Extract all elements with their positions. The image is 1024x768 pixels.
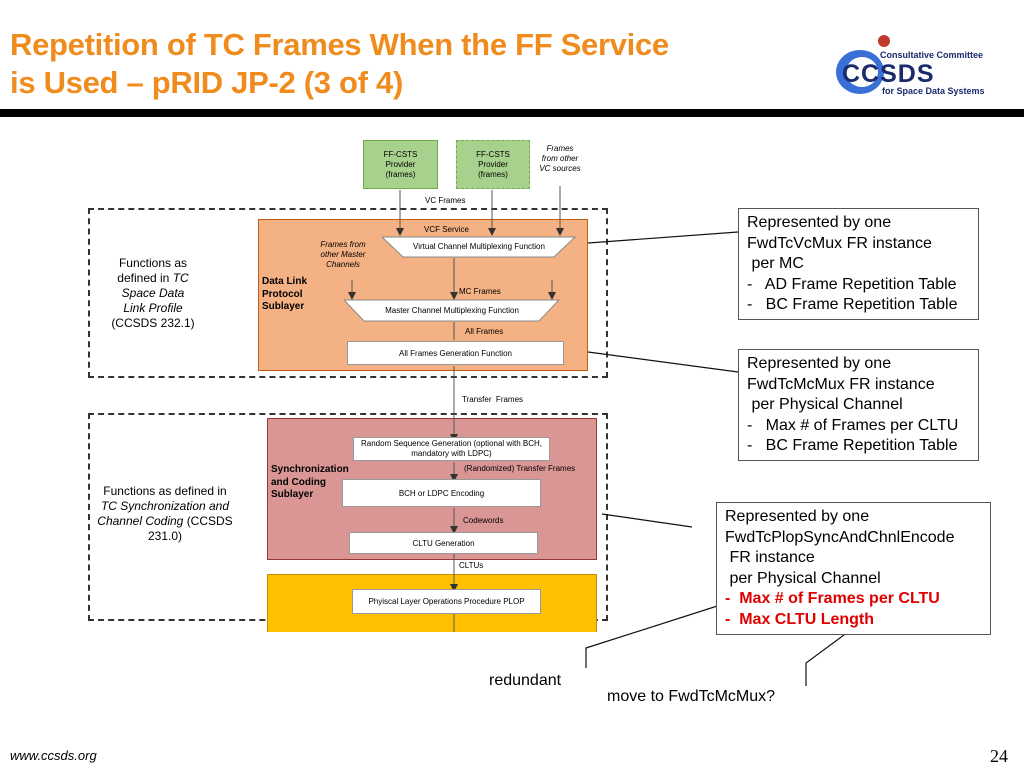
plop-item-1-text: Max # of Frames per CLTU	[739, 590, 940, 607]
functions-sc-line-2: TC Synchronization and	[100, 499, 230, 513]
move-to-note: move to FwdTcMcMux?	[607, 688, 776, 705]
data-link-sublayer-label: Data Link Protocol Sublayer	[262, 276, 308, 312]
title-line-2: is Used – pRID JP-2 (3 of 4)	[10, 65, 403, 100]
plop-line-1: Represented by one	[725, 508, 870, 525]
frames-other-master-label: Frames from other Master Channels	[320, 240, 366, 269]
ff-csts-provider-2-label: FF-CSTS Provider (frames)	[476, 149, 510, 179]
mc-mux-function-label: Master Channel Multiplexing Function	[385, 306, 519, 315]
ccsds-logo: Consultative Committee CCSDS for Space D…	[834, 28, 994, 100]
plop-callout: Represented by one FwdTcPlopSyncAndChnlE…	[716, 502, 991, 635]
mcmux-item-2: - BC Frame Repetition Table	[747, 437, 958, 454]
mcmux-line-1: Represented by one	[747, 355, 892, 372]
plop-item-2: - Max CLTU Length	[725, 610, 982, 631]
redundant-note: redundant	[489, 672, 562, 689]
logo-word: CCSDS	[842, 60, 935, 88]
mcmux-line-2: FwdTcMcMux FR instance	[747, 375, 935, 393]
all-frames-generation-label: All Frames Generation Function	[399, 348, 512, 358]
plop-label: Phyiscal Layer Operations Procedure PLOP	[368, 597, 525, 606]
functions-tc-profile-text: Functions as defined in TC Space Data Li…	[98, 256, 208, 331]
slide-title: Repetition of TC Frames When the FF Serv…	[10, 26, 810, 102]
ff-csts-provider-1: FF-CSTS Provider (frames)	[363, 140, 438, 189]
title-divider	[0, 109, 1024, 117]
functions-tc-line-1: Functions as	[118, 256, 188, 270]
functions-sc-line-3: Channel Coding (CCSDS	[90, 514, 240, 529]
all-frames-generation-box: All Frames Generation Function	[347, 341, 564, 365]
vcmux-line-2: FwdTcVcMux FR instance	[747, 234, 932, 252]
mcmux-callout: Represented by one FwdTcMcMux FR instanc…	[738, 349, 979, 461]
randomized-transfer-frames-label: (Randomized) Transfer Frames	[464, 464, 576, 473]
bch-ldpc-encoding-label: BCH or LDPC Encoding	[398, 488, 485, 498]
plop-box: Phyiscal Layer Operations Procedure PLOP	[352, 589, 541, 614]
codewords-label: Codewords	[463, 516, 504, 525]
data-link-dashed-region	[88, 208, 608, 378]
bch-ldpc-encoding-box: BCH or LDPC Encoding	[342, 479, 541, 507]
vcmux-line-3: per MC	[747, 255, 804, 272]
page-number: 24	[990, 746, 1008, 766]
vc-frames-label: VC Frames	[425, 196, 466, 205]
logo-bottom-text: for Space Data Systems	[882, 86, 985, 96]
vcf-service-label: VCF Service	[424, 225, 469, 234]
functions-tc-line-2a: defined in	[117, 271, 170, 285]
all-frames-label: All Frames	[465, 327, 504, 336]
functions-tc-line-4: Link Profile	[123, 301, 183, 315]
frames-other-vc-label: Frames from other VC sources	[539, 144, 581, 173]
cltu-generation-box: CLTU Generation	[349, 532, 538, 554]
vc-mux-function-shape	[382, 236, 576, 258]
plop-item-2-dash: -	[725, 610, 731, 628]
mc-mux-function-shape	[344, 299, 560, 322]
plop-item-1-dash: -	[725, 590, 731, 607]
ff-csts-provider-2: FF-CSTS Provider (frames)	[456, 140, 530, 189]
transfer-frames-label: Transfer Frames	[462, 395, 524, 404]
cltu-generation-label: CLTU Generation	[412, 538, 475, 548]
functions-sc-line-4: 231.0)	[147, 529, 183, 543]
vcmux-line-1: Represented by one	[747, 214, 892, 231]
mcmux-line-3: per Physical Channel	[747, 396, 903, 413]
ccsds-logo-graphic	[836, 35, 890, 94]
vc-mux-function-label: Virtual Channel Multiplexing Function	[413, 242, 545, 251]
vcmux-item-1: - AD Frame Repetition Table	[747, 275, 957, 293]
plop-line-4: per Physical Channel	[725, 569, 881, 587]
functions-tc-line-2b: TC	[172, 271, 189, 285]
functions-sc-line-3a: Channel Coding	[97, 514, 184, 528]
random-sequence-label: Random Sequence Generation (optional wit…	[361, 439, 542, 458]
functions-tc-line-5: (CCSDS 232.1)	[111, 316, 195, 330]
physical-layer-box	[267, 574, 597, 632]
cltus-label: CLTUs	[459, 561, 484, 570]
functions-sc-line-1: Functions as defined in	[103, 484, 227, 498]
random-sequence-box: Random Sequence Generation (optional wit…	[353, 437, 550, 461]
title-line-1: Repetition of TC Frames When the FF Serv…	[10, 27, 669, 62]
functions-sync-coding-text: Functions as defined in TC Synchronizati…	[90, 484, 240, 544]
functions-sc-line-3b: (CCSDS	[186, 514, 233, 528]
logo-top-text: Consultative Committee	[880, 50, 984, 60]
mcmux-item-1: - Max # of Frames per CLTU	[747, 416, 959, 434]
plop-line-2: FwdTcPlopSyncAndChnlEncode	[725, 528, 955, 546]
vcmux-item-2: - BC Frame Repetition Table	[747, 296, 958, 313]
plop-line-3: FR instance	[725, 549, 815, 566]
footer-url: www.ccsds.org	[10, 748, 97, 763]
vcmux-callout: Represented by one FwdTcVcMux FR instanc…	[738, 208, 979, 320]
plop-item-1: - Max # of Frames per CLTU	[725, 589, 982, 610]
ff-csts-provider-1-label: FF-CSTS Provider (frames)	[383, 149, 418, 179]
functions-tc-line-3: Space Data	[121, 286, 185, 300]
mc-frames-label: MC Frames	[459, 287, 501, 296]
sync-coding-sublayer-label: Synchronization and Coding Sublayer	[271, 464, 349, 500]
functions-tc-line-2: defined in TC	[98, 271, 208, 286]
plop-item-2-text: Max CLTU Length	[739, 610, 875, 628]
